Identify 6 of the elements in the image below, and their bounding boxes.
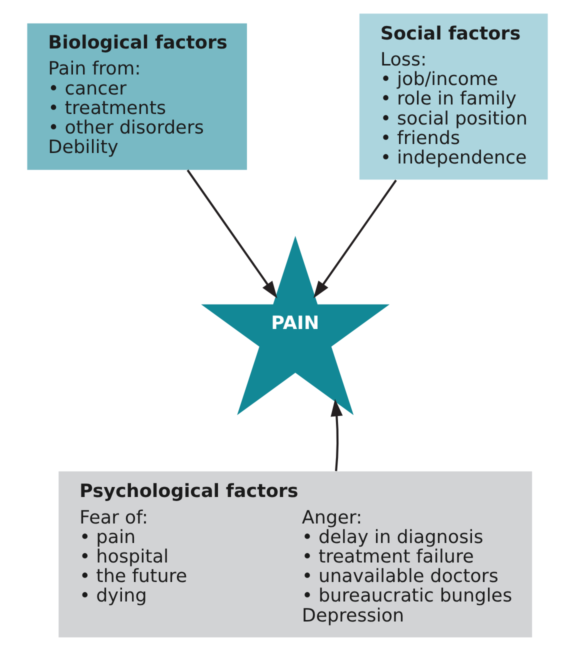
arrow <box>312 180 396 298</box>
arrow <box>186 170 277 298</box>
arrow <box>330 399 342 472</box>
node-box: Biological factors Pain from: • cancer • treatments • other disorders Debility <box>26 23 246 170</box>
node-box: Social factors Loss: • job/income • role in family • social position • friends • independence <box>358 14 548 180</box>
node-box: Psychological factors Fear of: • pain • hospital • the future • dying Anger: • delay in diagnosis • treatment failure • unavailable doctors • bureaucratic bungles Depression <box>58 471 532 638</box>
